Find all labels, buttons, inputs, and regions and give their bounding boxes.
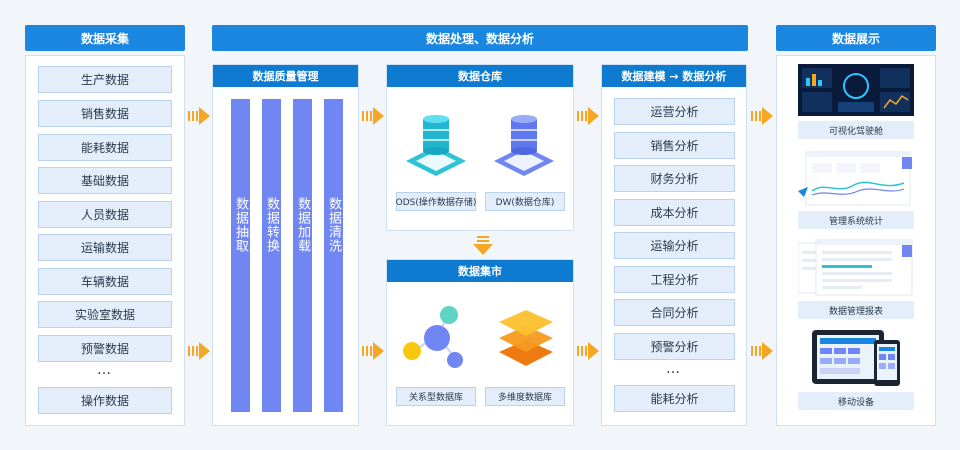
display-header: 数据展示 — [776, 25, 936, 51]
relational-db-label: 关系型数据库 — [396, 387, 476, 406]
modeling-panel: 数据建模 → 数据分析 运营分析 销售分析 财务分析 成本分析 运输分析 工程分… — [601, 64, 747, 426]
multidim-db-label: 多维度数据库 — [485, 387, 565, 406]
quality-title: 数据质量管理 — [213, 65, 358, 87]
cockpit-dashboard-thumbnail — [798, 64, 914, 116]
management-stats-thumbnail — [798, 151, 912, 206]
collection-item: 销售数据 — [38, 100, 172, 127]
processing-header-label: 数据处理、数据分析 — [425, 31, 534, 46]
modeling-title: 数据建模 → 数据分析 — [602, 65, 746, 87]
display-caption: 可视化驾驶舱 — [798, 121, 914, 139]
warehouse-title: 数据仓库 — [387, 65, 573, 87]
mobile-device-thumbnail — [812, 330, 900, 386]
collection-item: 车辆数据 — [38, 268, 172, 295]
mart-title-label: 数据集市 — [458, 265, 502, 278]
quality-title-label: 数据质量管理 — [252, 70, 319, 83]
analysis-item: 运营分析 — [614, 98, 735, 125]
display-header-label: 数据展示 — [831, 31, 880, 46]
analysis-item: 合同分析 — [614, 299, 735, 326]
right-arrow-icon — [751, 342, 773, 360]
data-report-thumbnail — [798, 239, 913, 296]
relational-db-icon — [403, 306, 463, 368]
quality-bar-clean: 数据清洗 — [324, 99, 343, 412]
quality-panel: 数据质量管理 数据抽取 数据转换 数据加载 数据清洗 — [212, 64, 359, 426]
warehouse-panel: 数据仓库 ODS(操作数据存储) DW(数据仓库) — [386, 64, 574, 231]
down-arrow-icon — [473, 236, 493, 255]
warehouse-title-label: 数据仓库 — [458, 70, 502, 83]
analysis-item: 能耗分析 — [614, 385, 735, 412]
analysis-item: 运输分析 — [614, 232, 735, 259]
display-caption: 管理系统统计 — [798, 211, 914, 229]
collection-header: 数据采集 — [25, 25, 185, 51]
analysis-item: 工程分析 — [614, 266, 735, 293]
collection-more: … — [97, 362, 113, 378]
analysis-item: 销售分析 — [614, 132, 735, 159]
ods-label: ODS(操作数据存储) — [396, 192, 476, 211]
quality-bar-load: 数据加载 — [293, 99, 312, 412]
collection-item: 运输数据 — [38, 234, 172, 261]
analysis-item: 预警分析 — [614, 333, 735, 360]
quality-bar-transform: 数据转换 — [262, 99, 281, 412]
collection-item: 实验室数据 — [38, 301, 172, 328]
multidimensional-db-icon — [499, 310, 553, 366]
right-arrow-icon — [188, 107, 210, 125]
collection-item: 预警数据 — [38, 335, 172, 362]
right-arrow-icon — [577, 107, 599, 125]
collection-item: 操作数据 — [38, 387, 172, 414]
analysis-item: 成本分析 — [614, 199, 735, 226]
ods-database-icon — [406, 115, 466, 176]
processing-header: 数据处理、数据分析 — [212, 25, 748, 51]
right-arrow-icon — [362, 342, 384, 360]
display-caption: 移动设备 — [798, 392, 914, 410]
right-arrow-icon — [362, 107, 384, 125]
collection-item: 基础数据 — [38, 167, 172, 194]
dw-database-icon — [494, 115, 554, 176]
quality-bar-extract: 数据抽取 — [231, 99, 250, 412]
analysis-more: … — [666, 361, 682, 377]
dw-label: DW(数据仓库) — [485, 192, 565, 211]
right-arrow-icon — [188, 342, 210, 360]
right-arrow-icon — [751, 107, 773, 125]
mart-title: 数据集市 — [387, 260, 573, 282]
collection-panel: 生产数据 销售数据 能耗数据 基础数据 人员数据 运输数据 车辆数据 实验室数据… — [25, 55, 185, 426]
display-caption: 数据管理报表 — [798, 301, 914, 319]
collection-item: 能耗数据 — [38, 134, 172, 161]
modeling-title-label: 数据建模 → 数据分析 — [621, 70, 727, 83]
right-arrow-icon — [577, 342, 599, 360]
mart-panel: 数据集市 关系型数据库 多维度数据库 — [386, 259, 574, 426]
collection-item: 生产数据 — [38, 66, 172, 93]
collection-header-label: 数据采集 — [80, 31, 129, 46]
collection-item: 人员数据 — [38, 201, 172, 228]
analysis-item: 财务分析 — [614, 165, 735, 192]
display-panel: 可视化驾驶舱 管理系统统计 数据管理报表 — [776, 55, 936, 426]
